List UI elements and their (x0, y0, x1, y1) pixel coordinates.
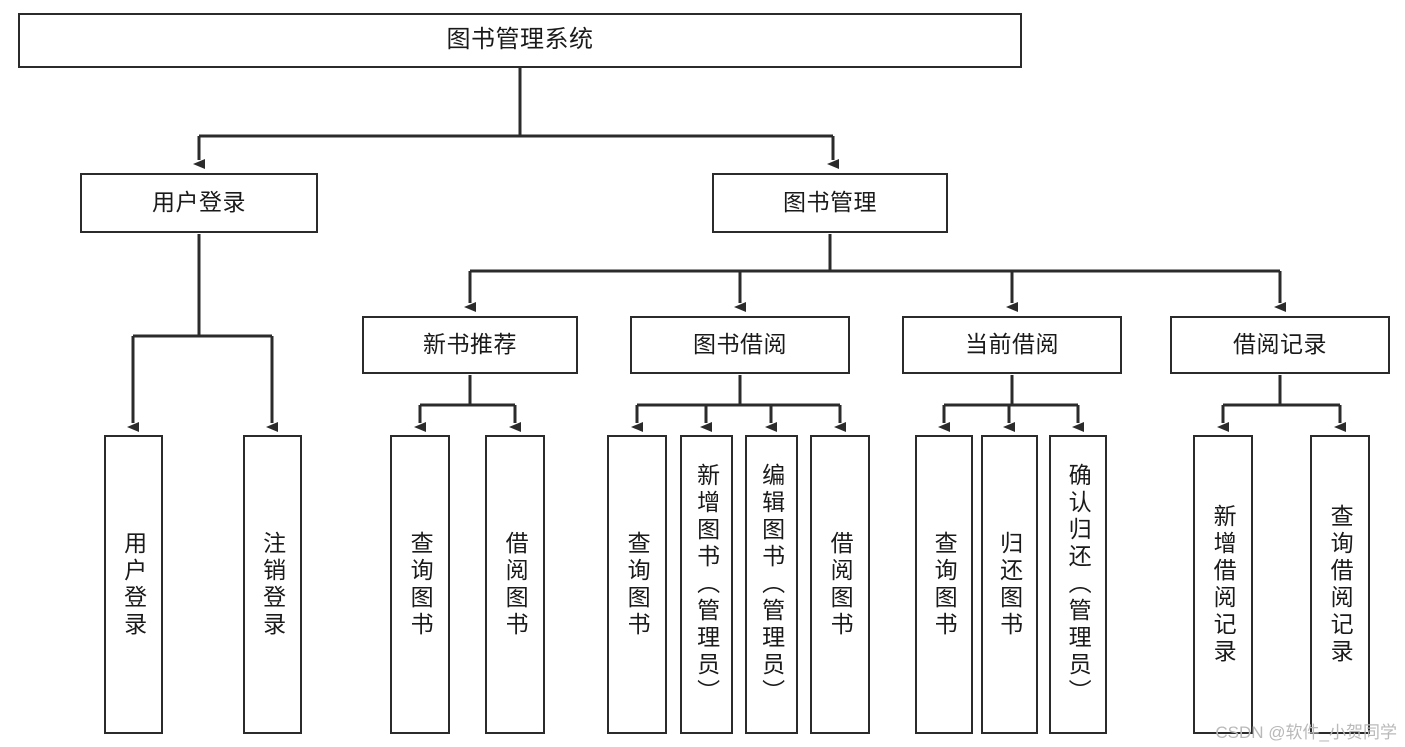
node-book-management[interactable]: 图书管理 (712, 173, 948, 233)
leaf-current-borrow-query[interactable]: 查询图书 (915, 435, 973, 734)
node-label: 用户登录 (120, 530, 147, 639)
node-label: 归还图书 (996, 530, 1023, 639)
node-current-borrow[interactable]: 当前借阅 (902, 316, 1122, 374)
node-new-book-recommend[interactable]: 新书推荐 (362, 316, 578, 374)
node-label: 注销登录 (259, 530, 286, 639)
watermark-text: CSDN @软件_小贺同学 (1215, 723, 1397, 742)
node-label: 确认归还（管理员） (1065, 463, 1092, 706)
leaf-new-book-query[interactable]: 查询图书 (390, 435, 450, 734)
node-borrow-record[interactable]: 借阅记录 (1170, 316, 1390, 374)
node-label: 查询图书 (931, 530, 958, 639)
leaf-borrow-record-query[interactable]: 查询借阅记录 (1310, 435, 1370, 734)
node-label: 图书管理 (783, 189, 877, 216)
node-label: 新增图书（管理员） (693, 463, 720, 706)
node-label: 新增借阅记录 (1210, 503, 1237, 666)
leaf-book-borrow-query[interactable]: 查询图书 (607, 435, 667, 734)
leaf-book-borrow-add[interactable]: 新增图书（管理员） (680, 435, 733, 734)
node-label: 查询图书 (407, 530, 434, 639)
node-book-borrow[interactable]: 图书借阅 (630, 316, 850, 374)
leaf-book-borrow-edit[interactable]: 编辑图书（管理员） (745, 435, 798, 734)
node-label: 借阅图书 (827, 530, 854, 639)
node-label: 查询图书 (624, 530, 651, 639)
node-label: 借阅图书 (502, 530, 529, 639)
node-label: 借阅记录 (1233, 331, 1327, 358)
node-label: 编辑图书（管理员） (758, 463, 785, 706)
leaf-current-borrow-return[interactable]: 归还图书 (981, 435, 1038, 734)
leaf-borrow-record-add[interactable]: 新增借阅记录 (1193, 435, 1253, 734)
node-label: 用户登录 (152, 189, 246, 216)
leaf-user-login-login[interactable]: 用户登录 (104, 435, 163, 734)
node-label: 新书推荐 (423, 331, 517, 358)
node-label: 图书管理系统 (446, 26, 594, 54)
leaf-book-borrow-borrow[interactable]: 借阅图书 (810, 435, 870, 734)
node-user-login[interactable]: 用户登录 (80, 173, 318, 233)
leaf-user-login-logout[interactable]: 注销登录 (243, 435, 302, 734)
leaf-current-borrow-confirm-return[interactable]: 确认归还（管理员） (1049, 435, 1107, 734)
node-label: 查询借阅记录 (1327, 503, 1354, 666)
node-root-system[interactable]: 图书管理系统 (18, 13, 1022, 68)
leaf-new-book-borrow[interactable]: 借阅图书 (485, 435, 545, 734)
node-label: 图书借阅 (693, 331, 787, 358)
node-label: 当前借阅 (965, 331, 1059, 358)
